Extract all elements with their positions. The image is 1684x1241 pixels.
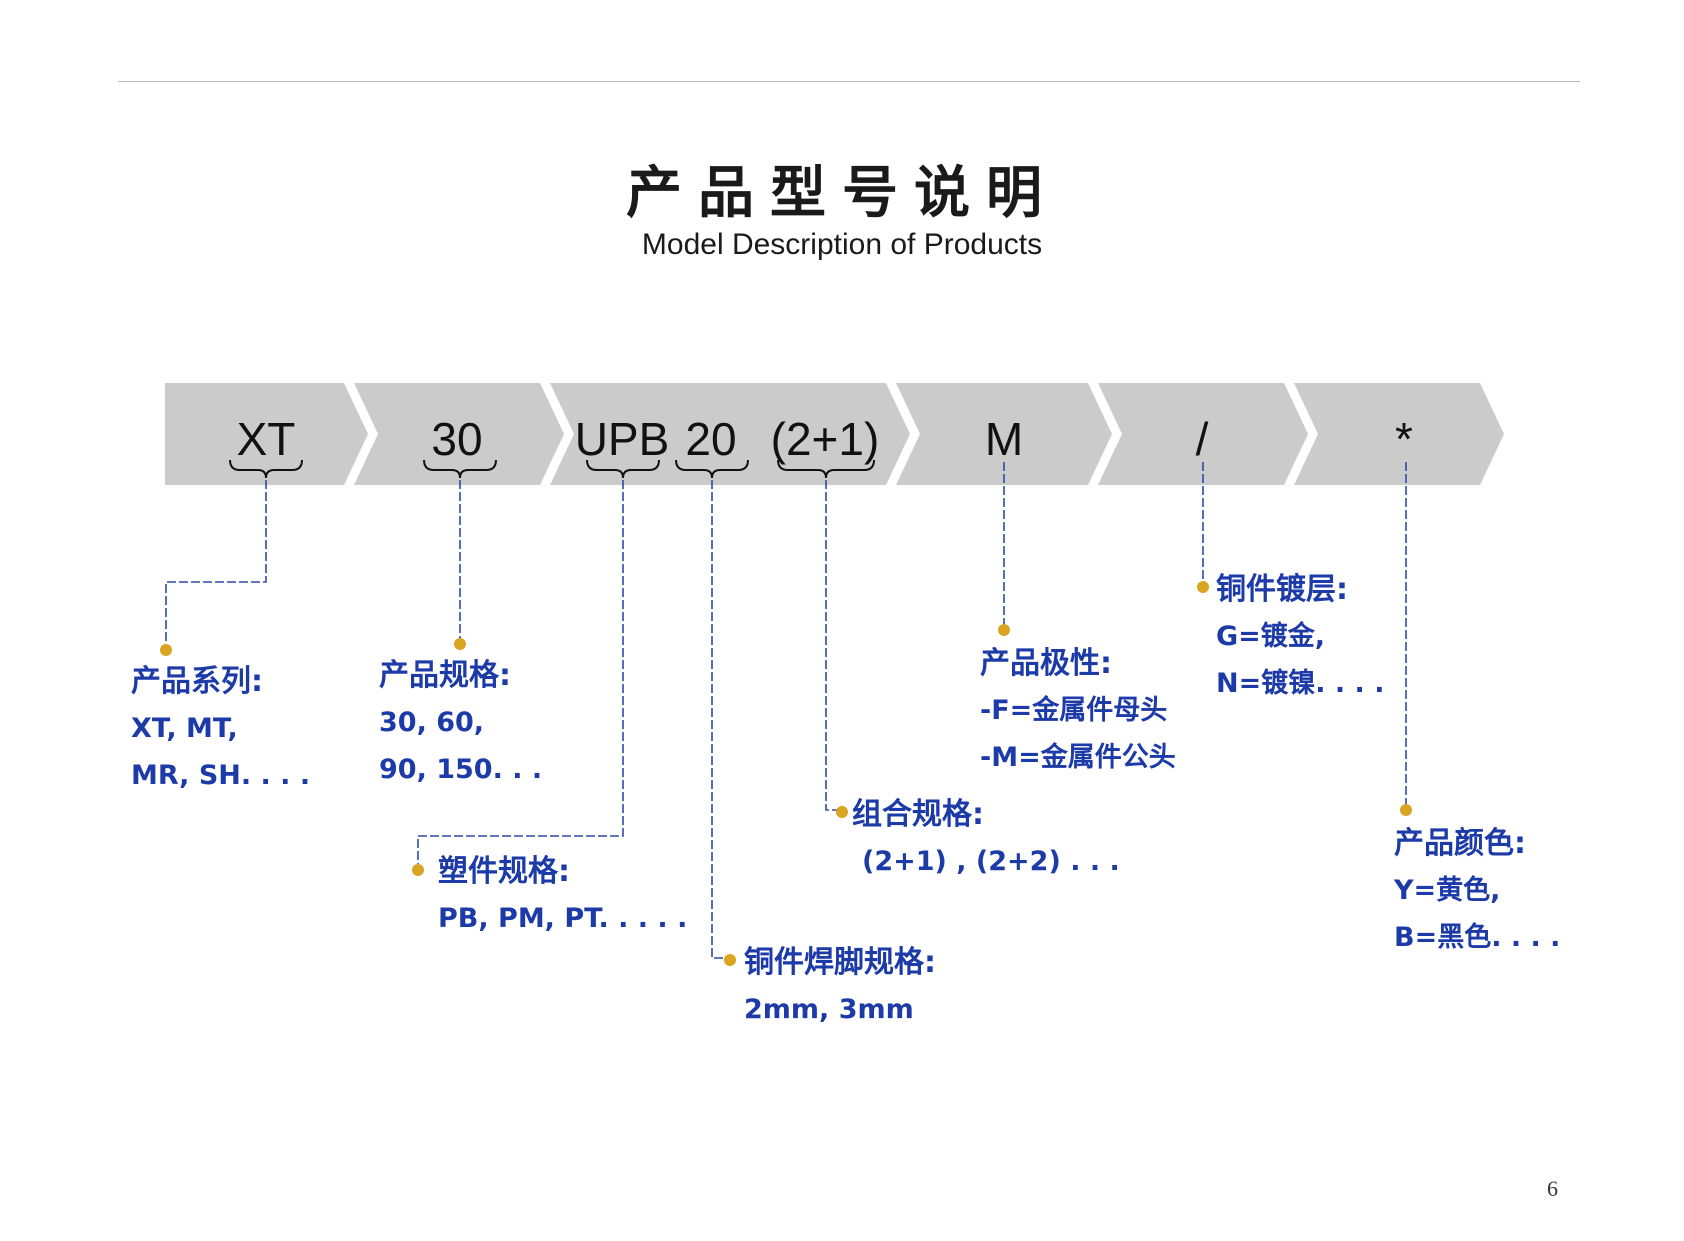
desc-solder: 铜件焊脚规格: 2mm, 3mm	[744, 939, 936, 1033]
segment-label-slash: /	[1196, 413, 1209, 465]
dot-color	[1400, 804, 1412, 816]
connector-dots	[160, 581, 1412, 966]
dot-plastic	[412, 864, 424, 876]
desc-color: 产品颜色: Y=黄色, B=黑色. . . .	[1394, 820, 1560, 961]
segment-label-star: *	[1395, 413, 1413, 465]
desc-polarity-line-2: -M=金属件公头	[980, 742, 1176, 773]
desc-polarity-heading: 产品极性:	[980, 646, 1112, 681]
arrow-segment-3	[550, 383, 910, 485]
connector-lines	[165, 462, 1407, 959]
desc-combo: 组合规格: (2+1) , (2+2) . . .	[852, 791, 1120, 885]
desc-color-line-1: Y=黄色,	[1394, 875, 1501, 906]
dot-plating	[1197, 581, 1209, 593]
page-title-en: Model Description of Products	[641, 228, 1043, 261]
dot-solder	[724, 954, 736, 966]
segment-label-upb: UPB	[575, 413, 670, 465]
segment-label-30: 30	[431, 413, 482, 465]
brace-20	[675, 459, 749, 479]
arrow-segment-4	[896, 383, 1112, 485]
brace-xt	[229, 459, 303, 479]
segment-labels: XT 30 UPB 20 (2+1) M / *	[237, 413, 1413, 465]
desc-color-line-2: B=黑色. . . .	[1394, 922, 1561, 953]
segment-label-20: 20	[685, 413, 736, 465]
arrow-segment-2	[354, 383, 564, 485]
desc-spec-line-2: 90, 150. . .	[379, 754, 543, 785]
underbraces	[229, 459, 875, 479]
desc-plating: 铜件镀层: G=镀金, N=镀镍. . . .	[1216, 566, 1384, 707]
desc-spec-line-1: 30, 60,	[379, 707, 485, 738]
dot-combo	[836, 806, 848, 818]
connector-plastic	[417, 480, 624, 866]
connector-combo	[825, 480, 840, 811]
brace-combo	[777, 459, 875, 479]
desc-plating-line-2: N=镀镍. . . .	[1216, 668, 1385, 699]
dot-series	[160, 644, 172, 656]
desc-plastic-line-1: PB, PM, PT. . . . .	[438, 903, 688, 934]
arrow-segment-6	[1294, 383, 1504, 485]
connector-series	[165, 480, 267, 648]
desc-plating-heading: 铜件镀层:	[1216, 572, 1348, 607]
segment-label-xt: XT	[237, 413, 296, 465]
page-title-cn: 产品型号说明	[626, 161, 1058, 226]
desc-solder-heading: 铜件焊脚规格:	[744, 945, 936, 980]
connector-solder	[711, 480, 728, 959]
desc-plastic: 塑件规格: PB, PM, PT. . . . .	[438, 848, 687, 942]
dot-polarity	[998, 624, 1010, 636]
desc-series-line-1: XT, MT,	[131, 713, 238, 744]
brace-upb	[586, 459, 660, 479]
arrow-segment-1	[165, 383, 368, 485]
desc-series: 产品系列: XT, MT, MR, SH. . . .	[131, 658, 310, 799]
dot-spec	[454, 638, 466, 650]
arrow-band	[165, 383, 1504, 485]
desc-combo-heading: 组合规格:	[852, 797, 984, 832]
desc-spec: 产品规格: 30, 60, 90, 150. . .	[379, 652, 542, 793]
segment-label-m: M	[985, 413, 1023, 465]
desc-polarity-line-1: -F=金属件母头	[980, 695, 1168, 726]
desc-color-heading: 产品颜色:	[1394, 826, 1526, 861]
desc-series-heading: 产品系列:	[131, 664, 263, 699]
desc-polarity: 产品极性: -F=金属件母头 -M=金属件公头	[980, 640, 1176, 781]
desc-spec-heading: 产品规格:	[379, 658, 511, 693]
page-number: 6	[1547, 1176, 1558, 1201]
desc-solder-line-1: 2mm, 3mm	[744, 994, 914, 1025]
desc-series-line-2: MR, SH. . . .	[131, 760, 311, 791]
segment-label-combo: (2+1)	[771, 413, 880, 465]
brace-30	[423, 459, 497, 479]
desc-plastic-heading: 塑件规格:	[438, 854, 570, 889]
desc-combo-line-1: (2+1) , (2+2) . . .	[862, 846, 1120, 877]
desc-plating-line-1: G=镀金,	[1216, 621, 1326, 652]
top-rule	[118, 81, 1580, 82]
arrow-segment-5	[1098, 383, 1308, 485]
